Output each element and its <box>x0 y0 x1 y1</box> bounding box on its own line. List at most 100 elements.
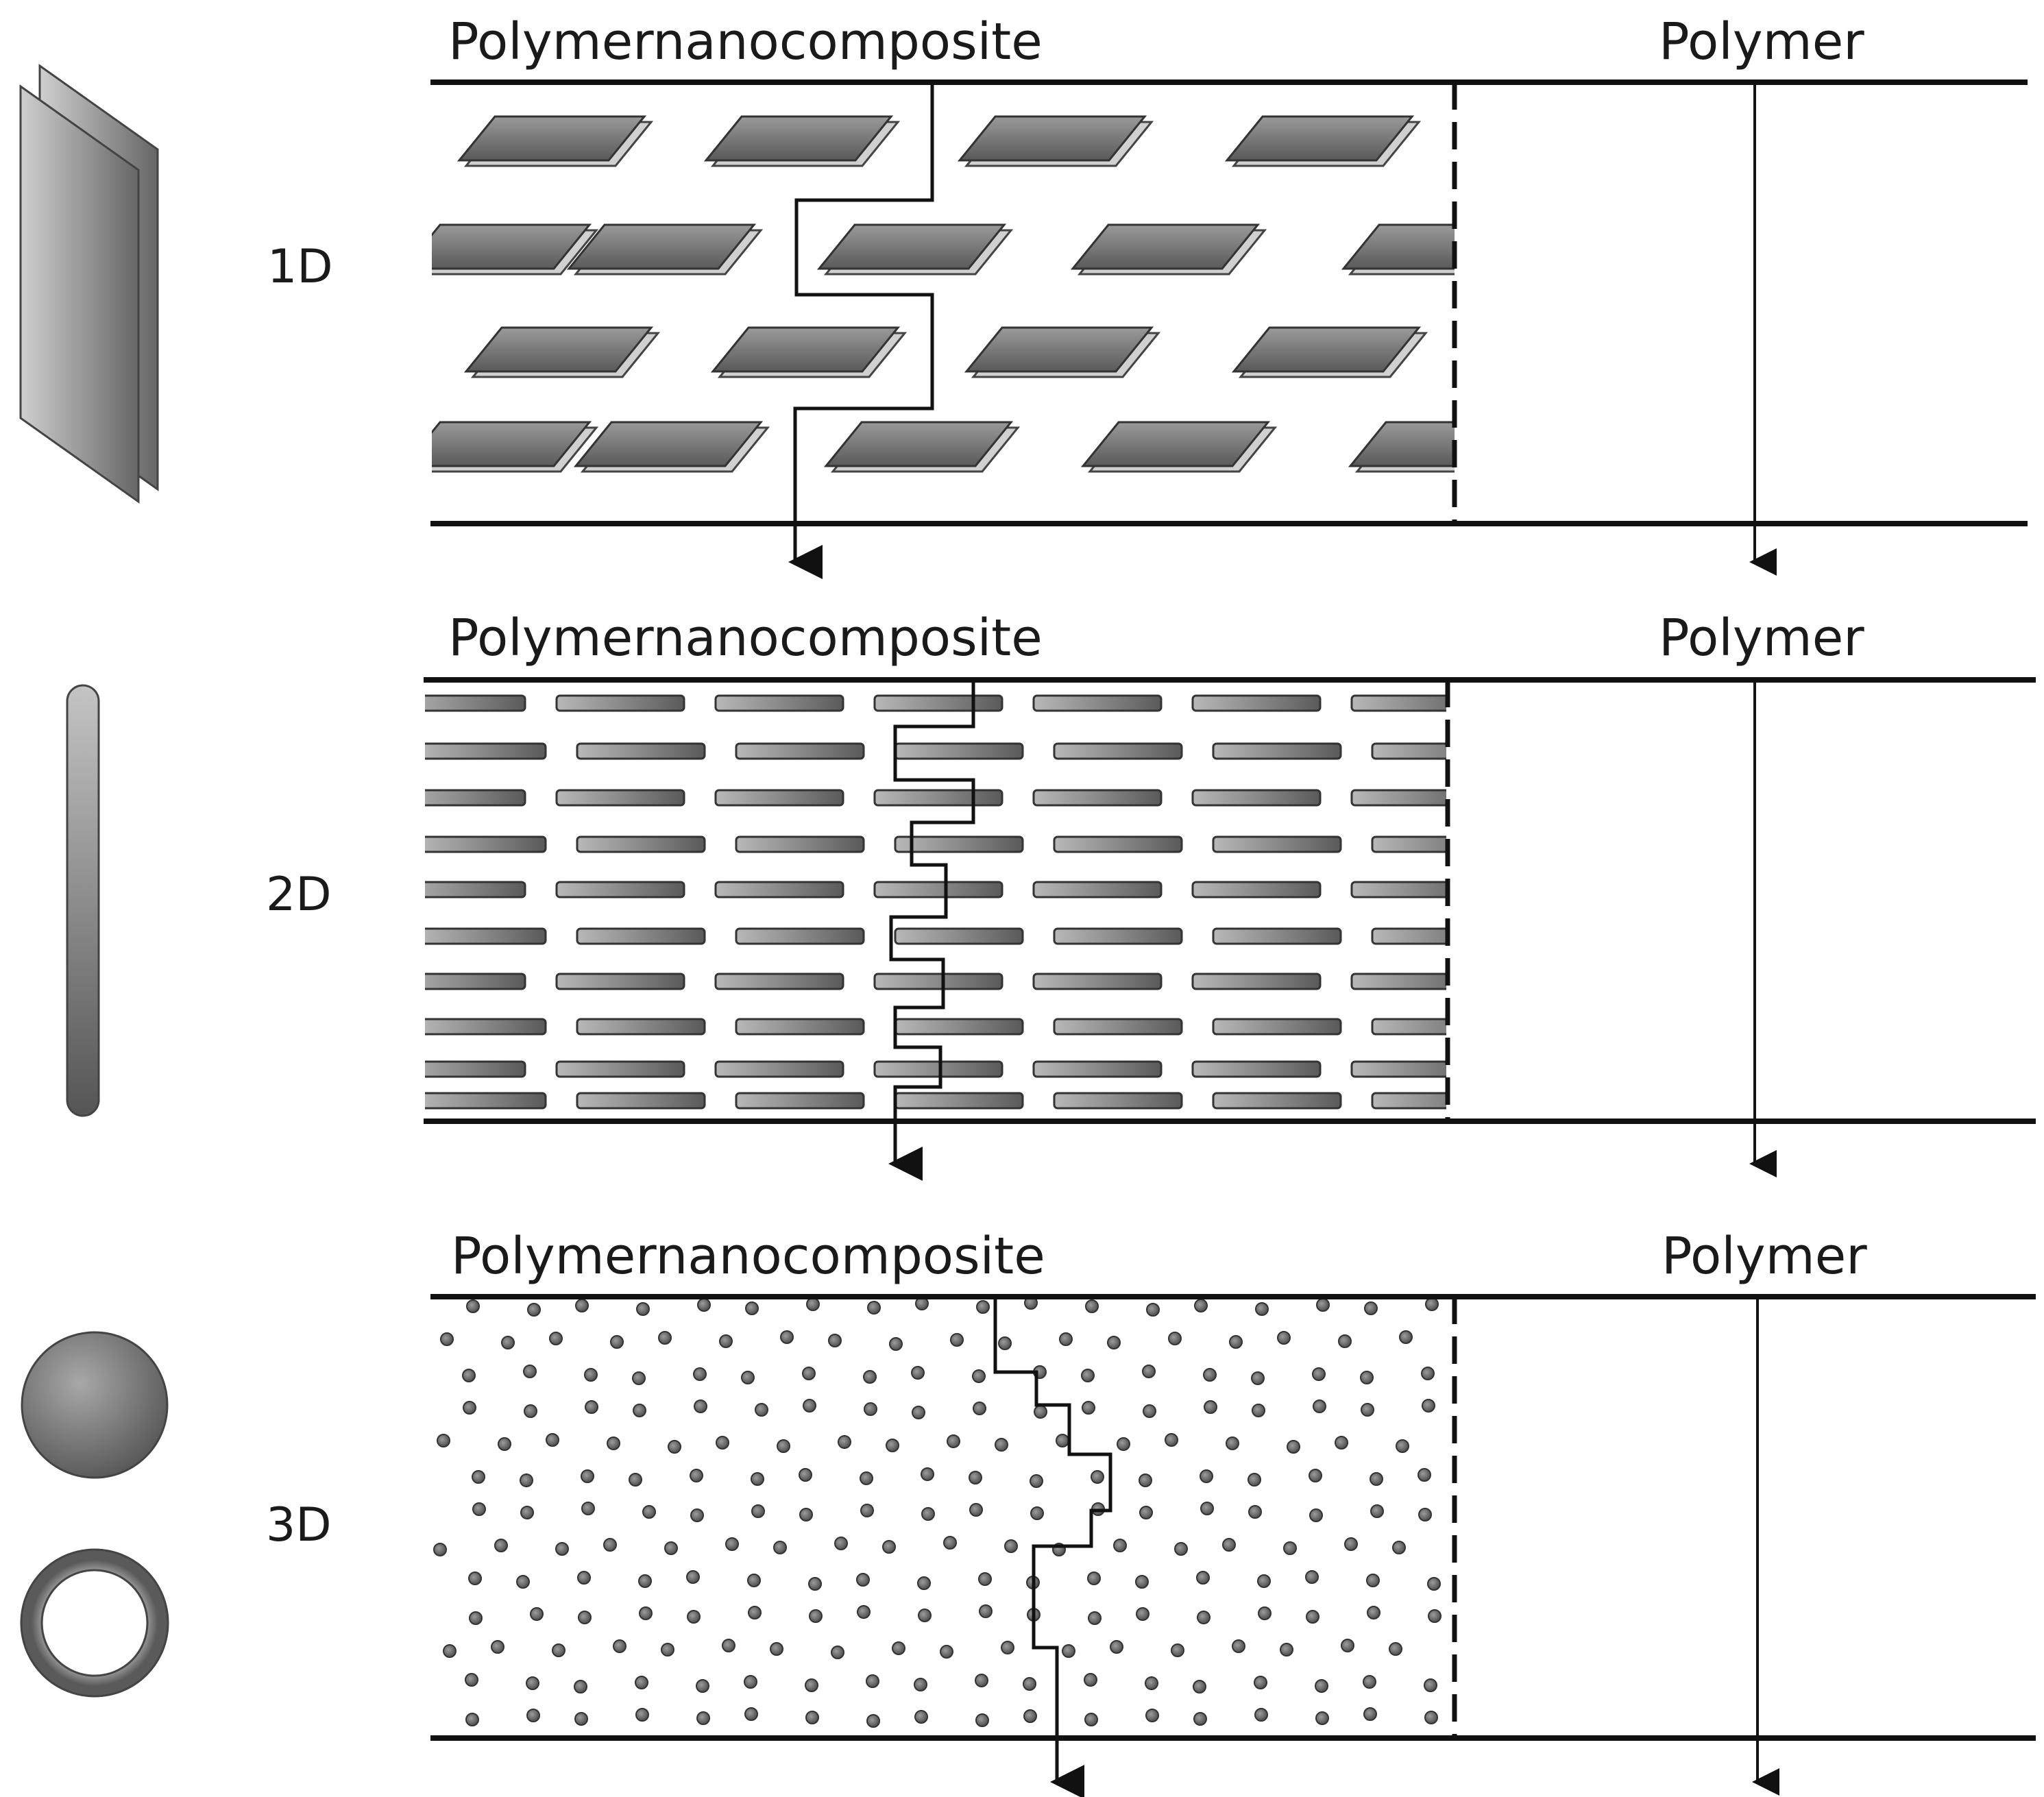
particle <box>1305 1570 1319 1584</box>
particle <box>978 1572 992 1586</box>
panel-3d: 3D Polymernanocomposite Polymer <box>266 1227 2036 1797</box>
platelet-filler-region <box>432 115 1455 473</box>
particle <box>838 1435 851 1449</box>
rod <box>735 835 865 853</box>
particle <box>921 1507 935 1521</box>
particle <box>1258 1606 1272 1620</box>
particle <box>917 1576 931 1590</box>
particle <box>635 1708 649 1722</box>
particle <box>1335 1436 1348 1450</box>
particle <box>632 1371 646 1385</box>
particle <box>693 1367 707 1381</box>
particle-filler-region <box>433 1297 1441 1728</box>
particle <box>690 1508 704 1522</box>
particle <box>1174 1542 1188 1556</box>
particle <box>751 1472 764 1486</box>
platelet <box>573 421 764 467</box>
rod <box>714 881 844 898</box>
composite-label: Polymernanocomposite <box>448 609 1043 668</box>
particle <box>940 1645 953 1659</box>
particle <box>494 1539 508 1552</box>
particle <box>1277 1331 1291 1345</box>
particle <box>809 1609 823 1623</box>
rod <box>425 835 547 853</box>
stacked-sheets-icon <box>19 64 159 504</box>
rod <box>425 881 526 898</box>
rod <box>873 881 1003 898</box>
particle <box>463 1401 476 1415</box>
particle <box>664 1541 678 1555</box>
solid-sphere-icon <box>21 1331 169 1479</box>
particle <box>520 1474 533 1487</box>
particle <box>828 1334 842 1347</box>
particle <box>574 1680 587 1694</box>
particle <box>639 1606 653 1620</box>
particle <box>1084 1673 1097 1687</box>
particle <box>1091 1470 1104 1484</box>
particle <box>1338 1334 1352 1348</box>
rod <box>576 927 706 945</box>
particle <box>1254 1676 1267 1689</box>
rod <box>425 789 526 807</box>
particle <box>1117 1437 1130 1451</box>
particle <box>1363 1707 1377 1721</box>
particle <box>1248 1473 1261 1487</box>
dimension-label: 1D <box>267 240 333 294</box>
particle <box>1363 1675 1376 1689</box>
particle <box>866 1674 879 1688</box>
rod <box>555 789 685 807</box>
particle <box>1367 1606 1380 1619</box>
particle <box>912 1406 925 1419</box>
platelet <box>957 115 1147 162</box>
particle <box>1145 1676 1158 1690</box>
particle <box>806 1297 820 1311</box>
rod <box>1371 742 1446 760</box>
particle <box>516 1575 530 1589</box>
particle <box>886 1439 899 1452</box>
dimension-label: 3D <box>266 1498 332 1552</box>
platelet <box>463 326 654 373</box>
particle <box>1424 1711 1438 1724</box>
particle <box>834 1537 848 1550</box>
rod <box>735 927 865 945</box>
particle <box>831 1646 844 1659</box>
particle <box>860 1471 873 1485</box>
particle <box>1143 1404 1156 1418</box>
particle <box>1392 1541 1406 1554</box>
particle <box>523 1365 537 1378</box>
particle <box>1399 1330 1413 1344</box>
rod <box>1191 881 1322 898</box>
rod <box>1032 973 1163 990</box>
particle <box>1194 1299 1208 1312</box>
particle <box>1193 1680 1206 1694</box>
rod <box>1350 973 1446 990</box>
particle <box>1229 1335 1243 1349</box>
particle <box>1370 1504 1384 1518</box>
particle <box>574 1712 588 1726</box>
particle <box>1364 1301 1378 1315</box>
particle <box>1257 1574 1271 1588</box>
particle <box>976 1300 990 1314</box>
particle <box>1107 1336 1121 1349</box>
particle <box>969 1503 983 1517</box>
rod <box>1350 694 1446 712</box>
particle <box>668 1440 681 1454</box>
particle <box>1226 1437 1239 1450</box>
particle <box>1309 1469 1322 1482</box>
rod <box>1053 742 1183 760</box>
particle <box>578 1611 592 1624</box>
particle <box>716 1436 729 1450</box>
particle <box>526 1676 539 1690</box>
particle <box>1056 1434 1069 1447</box>
rod <box>1371 1092 1446 1110</box>
particle <box>524 1404 537 1418</box>
particle <box>863 1370 877 1384</box>
particle <box>584 1368 598 1382</box>
particle <box>1251 1371 1265 1385</box>
particle <box>914 1710 928 1724</box>
particle <box>1200 1469 1213 1483</box>
particle <box>1252 1404 1265 1417</box>
platelet <box>1341 223 1455 270</box>
particle <box>1204 1400 1217 1414</box>
